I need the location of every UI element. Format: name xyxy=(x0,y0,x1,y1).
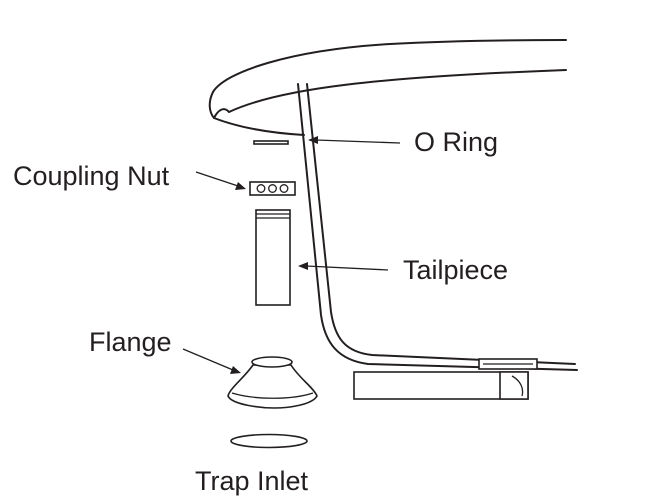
coupling-nut-arrow xyxy=(195,171,246,190)
tailpiece-arrow xyxy=(298,262,389,271)
coupling-nut-label: Coupling Nut xyxy=(13,161,170,191)
drain-shoe xyxy=(353,358,538,400)
flange-label: Flange xyxy=(89,327,172,357)
o-ring-part xyxy=(253,140,289,145)
coupling-nut-part xyxy=(249,181,296,196)
o-ring-arrow xyxy=(308,136,401,144)
flange-arrow xyxy=(182,348,241,374)
tailpiece-label: Tailpiece xyxy=(403,255,508,285)
leader-arrows xyxy=(182,136,401,374)
tailpiece-part xyxy=(255,209,291,306)
trap-inlet-label: Trap Inlet xyxy=(195,466,309,496)
flange-part xyxy=(227,356,318,409)
trap-inlet-part xyxy=(230,433,308,449)
tub-body xyxy=(208,39,578,371)
o-ring-label: O Ring xyxy=(414,127,498,157)
